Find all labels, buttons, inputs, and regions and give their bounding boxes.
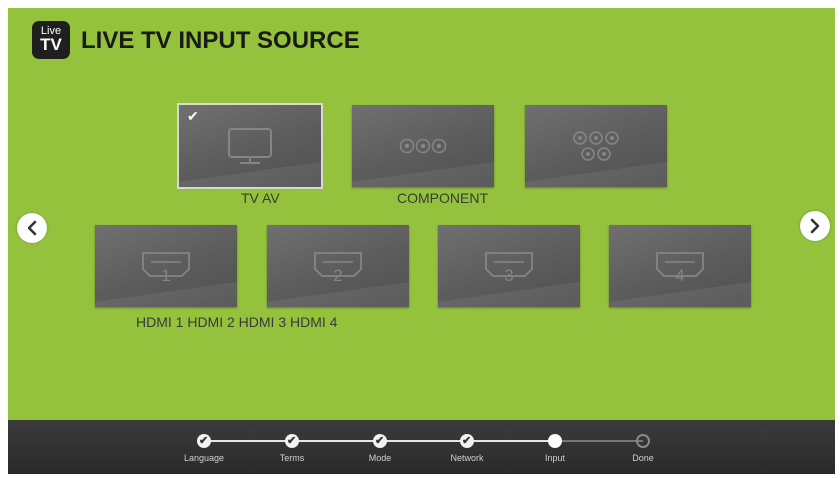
step-label-mode: Mode [368, 453, 392, 463]
tv-av-label: TV AV [241, 190, 280, 206]
progress-track-pending [555, 440, 643, 442]
previous-button[interactable] [17, 213, 47, 243]
hdmi-port-icon: 3 [485, 252, 533, 284]
step-check-icon: ✔ [287, 435, 297, 447]
source-tile-hdmi-4[interactable]: 4 [609, 225, 751, 307]
source-tile-hdmi-3[interactable]: 3 [438, 225, 580, 307]
logo-line-2: TV [40, 35, 62, 54]
hdmi-number: 3 [504, 266, 513, 284]
hdmi-port-icon: 1 [142, 252, 190, 284]
step-dot-mode: ✔ [373, 434, 387, 448]
step-label-terms: Terms [279, 453, 305, 463]
source-tile-hdmi-1[interactable]: 1 [95, 225, 237, 307]
setup-screen: Live TV LIVE TV INPUT SOURCE ✔ TV AV COM… [8, 8, 835, 474]
next-button[interactable] [800, 211, 830, 241]
source-tile-tv-av[interactable]: ✔ [179, 105, 321, 187]
step-label-done: Done [632, 453, 654, 463]
tv-monitor-icon [228, 128, 272, 164]
step-check-icon: ✔ [199, 435, 209, 447]
step-label-input: Input [544, 453, 566, 463]
hdmi-number: 1 [161, 266, 170, 284]
hdmi-labels: HDMI 1 HDMI 2 HDMI 3 HDMI 4 [136, 314, 338, 330]
setup-progress-bar: ✔ ✔ ✔ ✔ Language Terms Mode Network Inpu… [8, 420, 835, 474]
step-dot-input [548, 434, 562, 448]
component-label: COMPONENT [397, 190, 488, 206]
step-check-icon: ✔ [375, 435, 385, 447]
source-tile-component-5[interactable] [525, 105, 667, 187]
step-dot-terms: ✔ [285, 434, 299, 448]
step-label-language: Language [183, 453, 225, 463]
hdmi-number: 2 [333, 266, 342, 284]
component-5-jacks-icon [573, 131, 619, 161]
step-check-icon: ✔ [462, 435, 472, 447]
logo-line-1: Live [40, 25, 62, 37]
chevron-right-icon [810, 218, 820, 234]
component-3-jacks-icon [399, 138, 447, 154]
chevron-left-icon [27, 220, 37, 236]
hdmi-port-icon: 2 [314, 252, 362, 284]
source-tile-hdmi-2[interactable]: 2 [267, 225, 409, 307]
page-title: LIVE TV INPUT SOURCE [81, 27, 360, 54]
step-dot-language: ✔ [197, 434, 211, 448]
selected-check-icon: ✔ [187, 108, 199, 124]
live-tv-logo: Live TV [32, 21, 70, 59]
step-label-network: Network [450, 453, 484, 463]
hdmi-port-icon: 4 [656, 252, 704, 284]
step-dot-done [636, 434, 650, 448]
step-dot-network: ✔ [460, 434, 474, 448]
source-tile-component[interactable] [352, 105, 494, 187]
hdmi-number: 4 [675, 266, 684, 284]
